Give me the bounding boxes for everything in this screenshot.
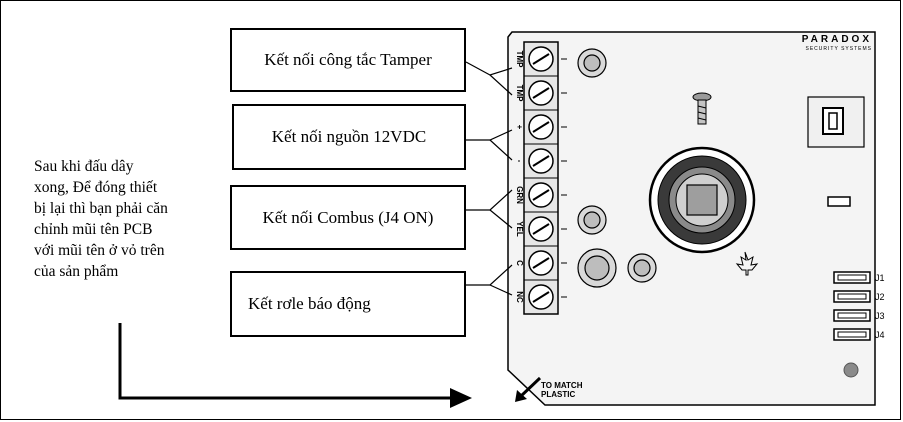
note-line: chỉnh mũi tên PCB	[34, 221, 153, 238]
label-relay: Kết rơle báo động	[230, 271, 466, 337]
brand-subtitle: SECURITY SYSTEMS	[806, 46, 872, 52]
pcb-arrow-text-2: PLASTIC	[541, 390, 575, 399]
terminal-label: YEL	[515, 221, 524, 237]
note-line: xong, Để đóng thiết	[34, 179, 158, 196]
jumper-label: J2	[875, 292, 885, 302]
round-parts	[577, 48, 657, 288]
sensor-assembly	[648, 146, 756, 254]
jumper-3	[833, 309, 871, 322]
jumper-label: J3	[875, 311, 885, 321]
jumper-2	[833, 290, 871, 303]
label-power: Kết nối nguồn 12VDC	[232, 104, 466, 170]
terminal-label: TMP	[515, 85, 524, 103]
maple-leaf-icon	[735, 251, 759, 276]
note-line: Sau khi đấu dây	[34, 158, 134, 175]
label-combus: Kết nối Combus (J4 ON)	[230, 185, 466, 250]
mounting-screw-icon	[692, 92, 712, 125]
terminal-label: GRN	[515, 186, 524, 204]
terminal-block	[523, 41, 567, 315]
pcb-arrow-text-1: TO MATCH	[541, 381, 583, 390]
terminal-label: NC	[515, 291, 524, 303]
label-tamper: Kết nối công tắc Tamper	[230, 28, 466, 92]
jumper-4	[833, 328, 871, 341]
terminal-label: -	[515, 160, 524, 163]
terminal-label: C	[515, 260, 524, 266]
connector-lines	[465, 61, 513, 296]
note-arrow	[118, 323, 472, 408]
note-line: với mũi tên ở vỏ trên	[34, 242, 165, 259]
pcb-arrow-icon	[515, 376, 542, 402]
brand-logo: PARADOX	[802, 34, 872, 45]
small-component	[827, 196, 851, 207]
terminal-label: +	[515, 125, 524, 130]
note-line: bị lại thì bạn phải căn	[34, 200, 168, 217]
terminal-label: TMP	[515, 51, 524, 69]
note-line: của sản phẩm	[34, 263, 119, 280]
led-icon	[843, 362, 859, 378]
jumper-label: J1	[875, 273, 885, 283]
assembly-note: Sau khi đấu dây xong, Để đóng thiết bị l…	[34, 156, 214, 282]
jumper-label: J4	[875, 330, 885, 340]
tamper-switch	[807, 96, 865, 148]
jumper-1	[833, 271, 871, 284]
